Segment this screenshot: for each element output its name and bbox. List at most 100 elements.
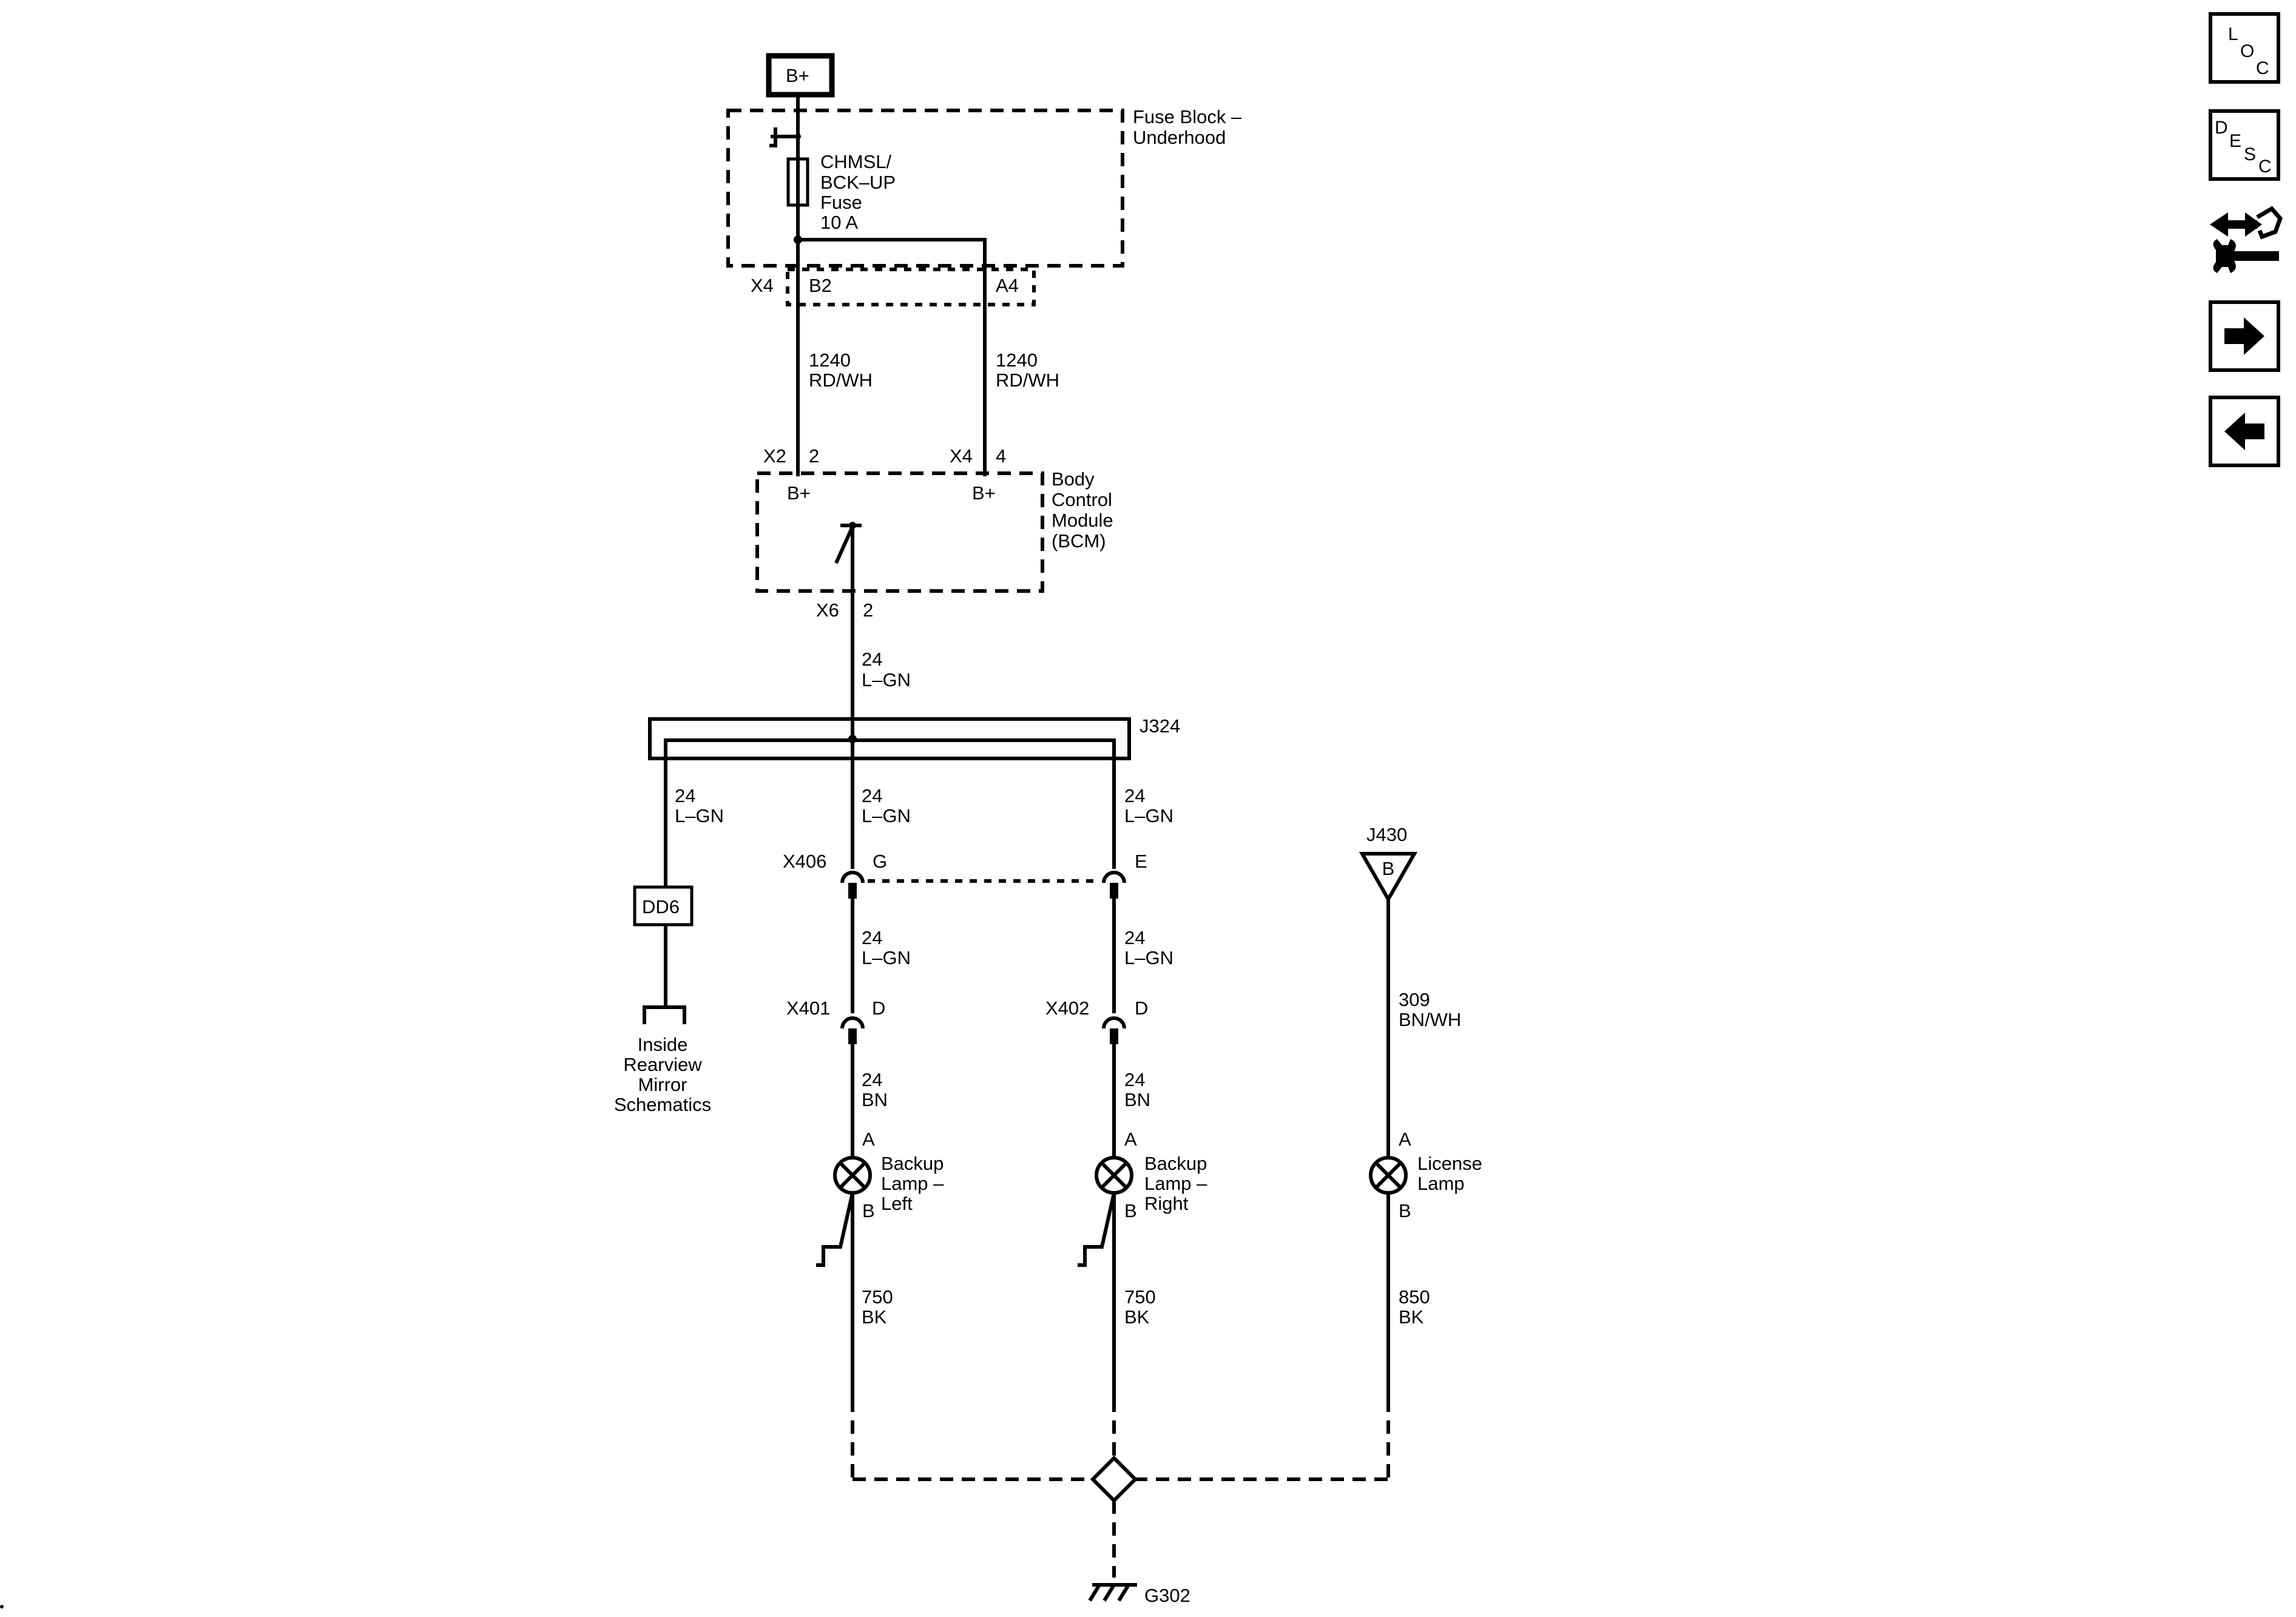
wire-left-lamp-circuit: 24	[862, 1069, 882, 1090]
ground-right-circuit: 750	[1124, 1286, 1156, 1308]
lamp-right-label-2: Lamp –	[1144, 1173, 1207, 1194]
next-page-button[interactable]	[2209, 300, 2280, 372]
lamp-license-pin-b: B	[1399, 1200, 1411, 1221]
wire-bcm-out-color: L–GN	[862, 669, 911, 690]
loc-button[interactable]: L O C	[2209, 12, 2280, 84]
fuse-label-1: CHMSL/	[820, 151, 892, 172]
mirror-ref-1: Inside	[638, 1034, 688, 1055]
wire-right-mid-circuit: 24	[1124, 927, 1145, 948]
bcm-bplus-right: B+	[972, 482, 996, 504]
x402-label: X402	[1045, 998, 1089, 1019]
wire-center-circuit: 24	[862, 785, 882, 806]
lamp-license-pin-a: A	[1399, 1129, 1411, 1150]
j430-symbol	[1359, 852, 1418, 903]
j430-label: J430	[1366, 824, 1407, 845]
previous-page-button[interactable]	[2209, 396, 2280, 467]
loc-o: O	[2240, 41, 2254, 61]
lamp-left	[833, 1156, 872, 1195]
desc-s: S	[2244, 144, 2256, 164]
fuse-x4-label: X4	[751, 275, 774, 296]
wire-left-mid-color: L–GN	[862, 947, 911, 968]
ground-label: G302	[1144, 1585, 1190, 1606]
lamp-right-pin-a: A	[1124, 1129, 1137, 1150]
fuse-label-3: Fuse	[820, 192, 862, 213]
ground-right-color: BK	[1124, 1306, 1150, 1328]
ground-left-color: BK	[862, 1306, 887, 1328]
bcm-x2-label: X2	[763, 445, 786, 467]
lamp-right-pin-b: B	[1124, 1200, 1137, 1221]
bcm-outline	[755, 471, 1044, 593]
desc-d: D	[2215, 118, 2228, 138]
supply-box	[766, 53, 835, 98]
fuse-block-label-1: Fuse Block –	[1133, 106, 1242, 127]
x406-pin-left: G	[873, 851, 887, 872]
mirror-ref-2: Rearview	[623, 1054, 702, 1075]
desc-e: E	[2229, 131, 2241, 151]
ground-symbol	[1088, 1583, 1137, 1602]
lamp-right	[1095, 1156, 1133, 1195]
lamp-right-label-1: Backup	[1144, 1153, 1207, 1174]
wire-license-color: BN/WH	[1399, 1009, 1461, 1030]
wire-fuse-right-circuit: 1240	[996, 349, 1038, 371]
wire-mirror-circuit: 24	[675, 785, 695, 806]
wire-right-circuit: 24	[1124, 785, 1145, 806]
fuse-block-outline	[726, 109, 1124, 268]
loc-c: C	[2256, 58, 2269, 78]
wire-left-mid-circuit: 24	[862, 927, 882, 948]
wire-fuse-right-color: RD/WH	[996, 370, 1059, 391]
wire-fuse-left-circuit: 1240	[809, 349, 851, 371]
bcm-label-3: Module	[1052, 510, 1113, 531]
mirror-ref-3: Mirror	[638, 1074, 687, 1095]
bcm-x6-label: X6	[816, 599, 839, 621]
desc-c: C	[2258, 157, 2272, 177]
wire-license-circuit: 309	[1399, 989, 1430, 1010]
fuse-a4-label: A4	[996, 275, 1019, 296]
lamp-left-label-2: Lamp –	[881, 1173, 944, 1194]
lamp-right-label-3: Right	[1144, 1193, 1189, 1214]
ground-splice-diamond	[1090, 1455, 1138, 1504]
bcm-pin4-label: 4	[996, 445, 1006, 467]
fuse-label-4: 10 A	[820, 212, 858, 233]
dd6-box	[633, 885, 694, 927]
lamp-left-label-3: Left	[881, 1193, 913, 1214]
ground-left-circuit: 750	[862, 1286, 893, 1308]
arrow-right-icon	[2224, 317, 2264, 355]
wire-center-color: L–GN	[862, 805, 911, 826]
x406-pin-right: E	[1135, 851, 1147, 872]
bcm-label-1: Body	[1052, 468, 1095, 490]
bcm-pin2-label: 2	[809, 445, 819, 467]
bcm-bplus-left: B+	[787, 482, 811, 504]
fuse-b2-label: B2	[809, 275, 832, 296]
x401-label: X401	[786, 998, 830, 1019]
splice-label: J324	[1140, 715, 1180, 737]
lamp-license-label-2: Lamp	[1417, 1173, 1465, 1194]
splice-j324	[648, 717, 1131, 760]
bcm-label-2: Control	[1052, 489, 1112, 510]
connector-tool-icon	[2210, 206, 2283, 273]
bcm-label-4: (BCM)	[1052, 530, 1106, 552]
wire-fuse-left-color: RD/WH	[809, 370, 873, 391]
wire-left-lamp-color: BN	[862, 1089, 888, 1110]
x402-pin: D	[1135, 998, 1148, 1019]
connector-tool-button[interactable]	[2204, 200, 2289, 273]
fuse-block-label-2: Underhood	[1133, 127, 1226, 148]
desc-button[interactable]: D E S C	[2209, 109, 2280, 181]
x4-fuse-connector	[786, 268, 1036, 306]
lamp-license-label-1: License	[1417, 1153, 1482, 1174]
wire-mirror-color: L–GN	[675, 805, 724, 826]
x401-pin: D	[872, 998, 885, 1019]
wire-right-mid-color: L–GN	[1124, 947, 1173, 968]
lamp-left-label-1: Backup	[881, 1153, 944, 1174]
bcm-x4-label: X4	[950, 445, 973, 467]
x406-label: X406	[783, 851, 826, 872]
arrow-left-icon	[2224, 413, 2264, 450]
wire-right-lamp-circuit: 24	[1124, 1069, 1145, 1090]
supply-label: B+	[786, 65, 809, 86]
fuse-label-2: BCK–UP	[820, 172, 896, 193]
ground-license-color: BK	[1399, 1306, 1424, 1328]
lamp-license	[1369, 1156, 1408, 1195]
bcm-pin-out-label: 2	[863, 599, 873, 621]
lamp-left-pin-b: B	[862, 1200, 875, 1221]
dd6-label: DD6	[642, 896, 680, 917]
